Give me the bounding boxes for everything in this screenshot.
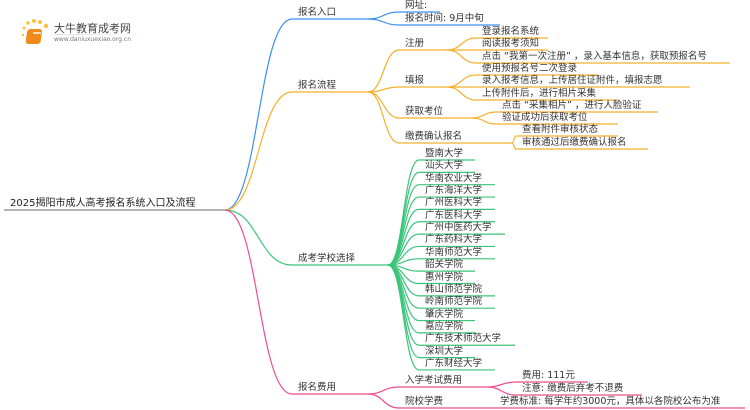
school-item: 华南农业大学	[425, 172, 483, 184]
process-step-item-link	[471, 117, 618, 125]
process-step-item: 点击 “我第一次注册” ，录入基本信息，获取预报名号	[482, 51, 707, 62]
logo: 大牛教育成考网 www.daniuxuexiao.org.cn	[20, 18, 150, 48]
logo-name: 大牛教育成考网	[54, 22, 131, 35]
school-item: 岭南师范学院	[425, 296, 483, 308]
process-step-item: 录入报考信息，上传居住证附件，填报志愿	[482, 75, 663, 86]
branch-entry-link	[224, 18, 368, 211]
fee-item-link	[486, 386, 642, 396]
process-step-link	[367, 49, 447, 93]
branch-fees: 报名费用	[298, 382, 337, 393]
school-item: 肇庆学院	[425, 308, 464, 320]
school-item: 韶关学院	[425, 259, 464, 271]
process-step-item: 点击 “采集相片” ，进行人脸验证	[502, 100, 642, 111]
branch-schools: 成考学校选择	[298, 253, 356, 264]
school-item: 广州中医药大学	[425, 222, 492, 234]
process-step-item: 上传附件后，进行相片采集	[482, 88, 597, 99]
process-step-item: 使用预报名号二次登录	[482, 63, 578, 74]
school-item: 华南师范大学	[425, 246, 483, 258]
school-item: 广州医科大学	[425, 197, 483, 209]
school-item: 广东医科大学	[425, 209, 483, 221]
logo-divider	[54, 34, 150, 35]
process-step-link	[367, 91, 512, 144]
process-step-item: 登录报名系统	[482, 26, 540, 37]
process-step-link	[367, 86, 447, 93]
book-logo-icon	[21, 19, 49, 44]
process-step-item-link	[446, 49, 730, 64]
school-item: 韩山师范学院	[425, 283, 483, 295]
branch-entry: 报名入口	[298, 7, 337, 18]
process-step: 获取考位	[405, 106, 444, 117]
process-step-item-link	[511, 142, 648, 150]
logo-url: www.daniuxuexiao.org.cn	[54, 36, 131, 43]
branch-process: 报名流程	[298, 80, 337, 91]
fee-group-link	[367, 393, 487, 409]
fee-item: 学费标准: 每学年约3000元，具体以各院校公布为准	[500, 396, 721, 407]
school-item: 暨南大学	[425, 148, 464, 159]
school-item-link	[387, 264, 495, 371]
school-item: 嘉应学院	[425, 320, 464, 332]
process-step-item-link	[446, 86, 618, 101]
school-item: 广东技术师范大学	[425, 333, 502, 345]
fee-item: 费用: 111元	[522, 370, 575, 381]
process-step: 缴费确认报名	[405, 131, 463, 142]
branch-fees-link	[224, 209, 368, 395]
entry-item: 网址:	[405, 0, 428, 11]
process-step-item: 验证成功后获取考位	[502, 112, 588, 123]
entry-item: 报名时间: 9月中旬	[405, 13, 484, 24]
process-step: 填报	[405, 75, 425, 86]
school-item: 广东财经大学	[425, 357, 483, 369]
fee-group: 院校学费	[405, 396, 444, 407]
school-item: 广东海洋大学	[425, 185, 483, 197]
branch-schools-link	[224, 209, 388, 266]
process-step-item: 阅读报考须知	[482, 38, 540, 49]
entry-item-link	[367, 18, 500, 26]
root-topic: 2025揭阳市成人高考报名系统入口及流程	[10, 198, 196, 209]
fee-group-link	[367, 386, 487, 395]
school-item: 广东药科大学	[425, 234, 483, 246]
school-item: 惠州学院	[425, 271, 464, 283]
process-step: 注册	[405, 38, 425, 49]
branch-process-link	[224, 91, 368, 211]
school-item: 深圳大学	[425, 345, 464, 357]
fee-item: 注意: 缴费后弃考不退费	[522, 383, 624, 394]
process-step-item: 查看附件审核状态	[522, 124, 599, 135]
school-item: 汕头大学	[425, 160, 464, 172]
process-step-item: 审核通过后缴费确认报名	[522, 137, 627, 148]
fee-group: 入学考试费用	[405, 375, 463, 386]
